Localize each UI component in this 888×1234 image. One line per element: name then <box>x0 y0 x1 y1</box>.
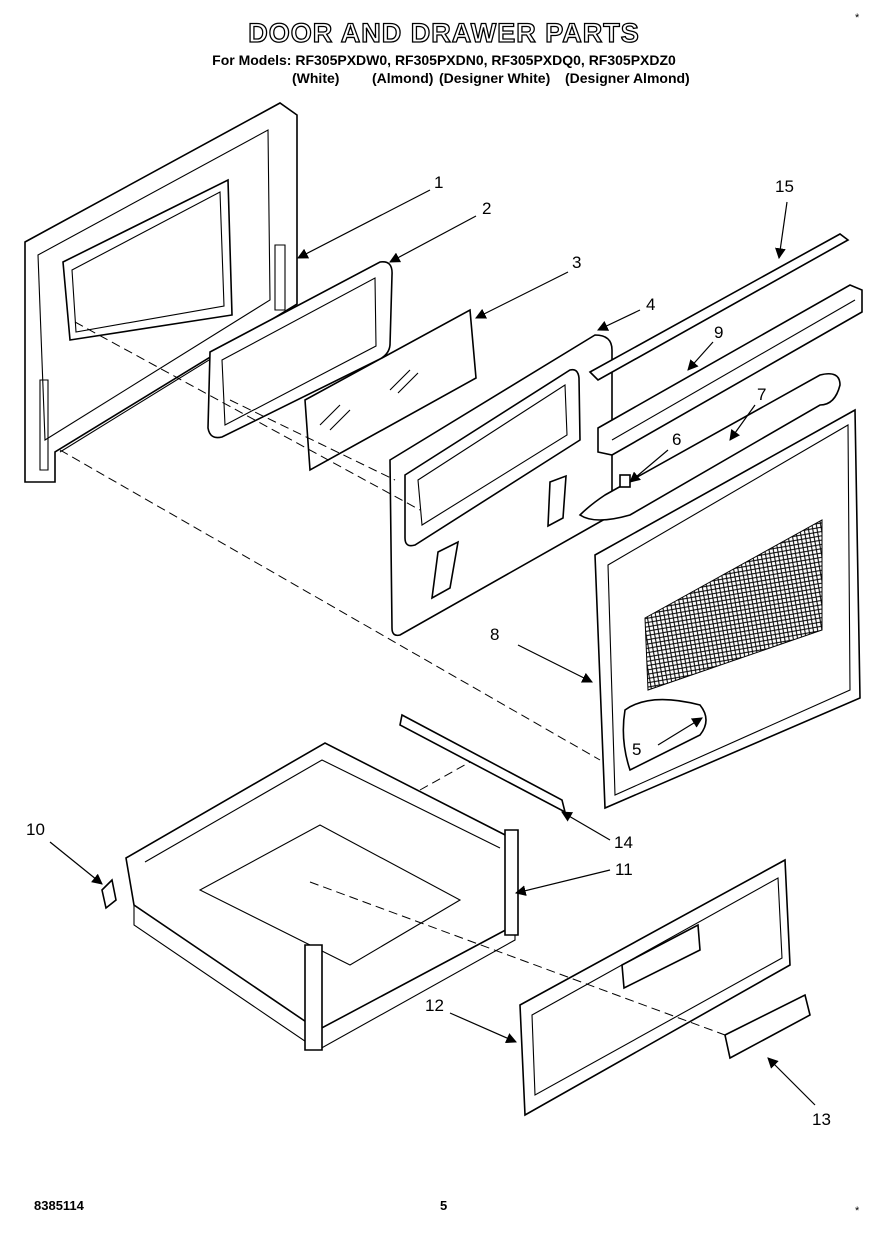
callout-12: 12 <box>425 996 444 1015</box>
door-baffle <box>578 372 841 521</box>
callout-10: 10 <box>26 820 45 839</box>
color-white: (White) <box>292 70 340 86</box>
callout-15: 15 <box>775 177 794 196</box>
glass-panel <box>304 308 477 472</box>
callout-6: 6 <box>672 430 681 449</box>
color-almond: (Almond) <box>372 70 434 86</box>
outer-door-panel <box>24 102 298 483</box>
clip <box>619 474 631 488</box>
corner-mark-top-right: * <box>855 12 860 24</box>
drawer-body <box>125 742 519 1051</box>
inner-door-frame <box>594 408 861 810</box>
page-title: DOOR AND DRAWER PARTS <box>248 17 640 48</box>
color-designer-almond: (Designer Almond) <box>565 70 690 86</box>
color-designer-white: (Designer White) <box>439 70 551 86</box>
callout-5: 5 <box>632 740 641 759</box>
models-line: For Models: RF305PXDW0, RF305PXDN0, RF30… <box>212 52 676 68</box>
callout-7: 7 <box>757 385 766 404</box>
callout-numbers: 1 2 3 4 5 6 7 8 9 10 11 12 13 14 15 <box>26 173 831 1129</box>
callout-9: 9 <box>714 323 723 342</box>
doc-number: 8385114 <box>34 1198 84 1213</box>
callout-3: 3 <box>572 253 581 272</box>
assembly-lines <box>59 321 726 1036</box>
callout-13: 13 <box>812 1110 831 1129</box>
callout-11: 11 <box>615 860 633 879</box>
door-top-vent-bar <box>588 233 863 456</box>
drawer-front-panel <box>519 858 791 1117</box>
callout-4: 4 <box>646 295 655 314</box>
callout-leaders <box>49 189 816 1106</box>
callout-2: 2 <box>482 199 491 218</box>
callout-1: 1 <box>434 173 443 192</box>
color-line: (White) (Almond) (Designer White) (Desig… <box>0 70 888 90</box>
inner-door-liner <box>389 334 613 637</box>
drawer-stop-bracket <box>101 878 117 910</box>
callout-8: 8 <box>490 625 499 644</box>
drawer-handle <box>724 993 811 1060</box>
page-number: 5 <box>440 1198 448 1213</box>
callout-14: 14 <box>614 833 633 852</box>
corner-mark-bottom-right: * <box>855 1205 860 1217</box>
